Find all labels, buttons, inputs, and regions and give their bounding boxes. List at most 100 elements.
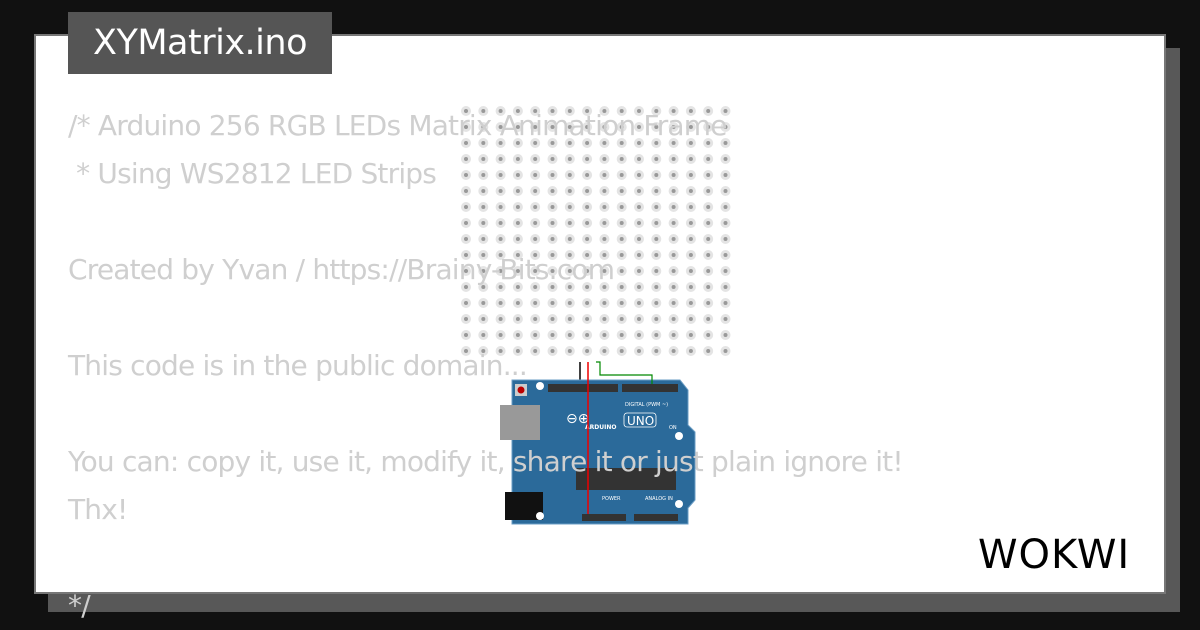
led (703, 298, 714, 308)
led (616, 282, 627, 292)
led (616, 346, 627, 356)
code-line: Thx! (68, 493, 128, 526)
led (668, 330, 679, 340)
led (564, 106, 575, 116)
led (599, 138, 610, 148)
led (720, 186, 731, 196)
led (616, 298, 627, 308)
led (685, 170, 696, 180)
led (651, 330, 662, 340)
led (651, 154, 662, 164)
led (512, 106, 523, 116)
led (582, 138, 593, 148)
led (547, 234, 558, 244)
led (703, 266, 714, 276)
led (512, 250, 523, 260)
led (530, 234, 541, 244)
led (461, 138, 471, 148)
reset-button[interactable] (517, 386, 525, 394)
led (634, 330, 644, 340)
led (461, 170, 471, 180)
led (599, 346, 610, 356)
led (530, 154, 541, 164)
led (703, 122, 714, 132)
led (461, 186, 471, 196)
led (634, 122, 644, 132)
led (616, 250, 627, 260)
led (634, 266, 644, 276)
uno-badge (623, 412, 657, 428)
usb-port (500, 405, 540, 440)
led (668, 186, 679, 196)
led (703, 170, 714, 180)
led (564, 154, 575, 164)
led (547, 330, 558, 340)
led (616, 186, 627, 196)
led (478, 330, 489, 340)
code-line: * Using WS2812 LED Strips (68, 157, 437, 190)
led (530, 122, 541, 132)
led (720, 314, 731, 324)
analog-label: ANALOG IN (645, 496, 673, 502)
led (668, 346, 679, 356)
led (530, 314, 541, 324)
led (634, 298, 644, 308)
led (634, 106, 644, 116)
led (495, 250, 506, 260)
led (685, 106, 696, 116)
led (616, 106, 627, 116)
led (495, 346, 506, 356)
led (599, 106, 610, 116)
led (668, 170, 679, 180)
led (599, 234, 610, 244)
code-line (68, 294, 903, 342)
led (478, 138, 489, 148)
led (478, 186, 489, 196)
led (530, 250, 541, 260)
led (495, 202, 506, 212)
led (512, 170, 523, 180)
digital-header-right (622, 384, 678, 392)
led (495, 138, 506, 148)
led (547, 266, 558, 276)
digital-label: DIGITAL (PWM ~) (625, 402, 668, 408)
led (547, 250, 558, 260)
led (547, 154, 558, 164)
led (564, 186, 575, 196)
uno-label: UNO (627, 414, 654, 428)
led (547, 170, 558, 180)
led (582, 346, 593, 356)
led (582, 250, 593, 260)
led (530, 218, 541, 228)
led (478, 122, 489, 132)
led (668, 122, 679, 132)
led (512, 330, 523, 340)
led (582, 170, 593, 180)
led (720, 266, 731, 276)
led (651, 202, 662, 212)
led (685, 122, 696, 132)
led (495, 122, 506, 132)
led (651, 138, 662, 148)
led (685, 138, 696, 148)
led (478, 266, 489, 276)
led (703, 218, 714, 228)
led (582, 266, 593, 276)
led (599, 202, 610, 212)
led (720, 170, 731, 180)
led (582, 314, 593, 324)
led (478, 218, 489, 228)
led (582, 154, 593, 164)
power-label: POWER (602, 496, 621, 502)
led (564, 346, 575, 356)
led (582, 106, 593, 116)
led (634, 250, 644, 260)
led (599, 186, 610, 196)
led (668, 234, 679, 244)
file-tab[interactable]: XYMatrix.ino (68, 12, 332, 74)
led (720, 298, 731, 308)
led (616, 218, 627, 228)
led (530, 346, 541, 356)
led (720, 282, 731, 292)
led (461, 122, 471, 132)
